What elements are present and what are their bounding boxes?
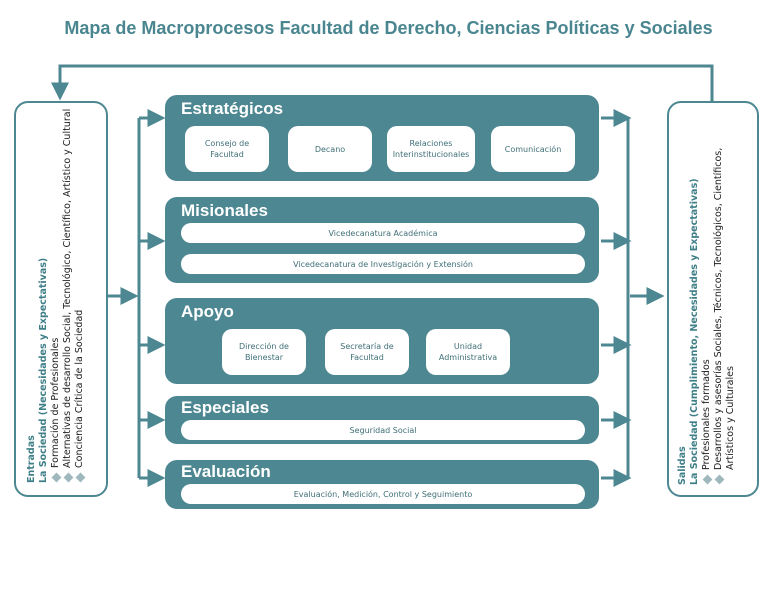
entradas-label: Entradas (26, 435, 37, 483)
panel-title: Especiales (181, 398, 269, 417)
process-bar: Vicedecanatura Académica (181, 223, 585, 243)
diamond-bullet-icon (702, 474, 712, 485)
panel-title: Estratégicos (181, 99, 284, 118)
panel-especiales: Especiales Seguridad Social (165, 396, 599, 444)
salidas-item: Desarrollos y asesorías Sociales, Técnic… (713, 148, 725, 485)
panel-title: Apoyo (181, 302, 234, 321)
process-chip: Consejo de Facultad (185, 126, 269, 172)
page-title: Mapa de Macroprocesos Facultad de Derech… (64, 18, 713, 38)
panel-title: Evaluación (181, 462, 271, 481)
salidas-label: Salidas (677, 446, 688, 485)
entradas-box: Entradas La Sociedad (Necesidades y Expe… (14, 101, 108, 497)
entradas-text: Entradas La Sociedad (Necesidades y Expe… (26, 109, 86, 483)
salidas-item: Profesionales formados (701, 148, 713, 485)
salidas-item-continuation: Artísticos y Culturales (725, 366, 736, 470)
process-chip: Decano (288, 126, 372, 172)
salidas-text: Salidas La Sociedad (Cumplimiento, Neces… (677, 148, 737, 485)
entradas-item: Formación de Profesionales (50, 109, 62, 483)
feedback-loop-arrow (51, 64, 714, 102)
process-chip: Unidad Administrativa (426, 329, 510, 375)
diamond-bullet-icon (714, 474, 724, 485)
panel-title: Misionales (181, 201, 268, 220)
panel-apoyo: Apoyo Dirección de Bienestar Secretaría … (165, 298, 599, 384)
process-chip: Secretaría de Facultad (325, 329, 409, 375)
diamond-bullet-icon (75, 472, 85, 483)
panel-misionales: Misionales Vicedecanatura Académica Vice… (165, 197, 599, 283)
salidas-box: Salidas La Sociedad (Cumplimiento, Neces… (667, 101, 759, 497)
process-chip: Dirección de Bienestar (222, 329, 306, 375)
process-bar: Evaluación, Medición, Control y Seguimie… (181, 484, 585, 504)
process-bar: Seguridad Social (181, 420, 585, 440)
process-chip: Relaciones Interinstitucionales (387, 126, 475, 172)
process-chip: Comunicación (491, 126, 575, 172)
salidas-subtitle: La Sociedad (Cumplimiento, Necesidades y… (689, 178, 700, 485)
entradas-subtitle: La Sociedad (Necesidades y Expectativas) (38, 257, 49, 483)
entradas-item: Conciencia Crítica de la Sociedad (74, 109, 86, 483)
panel-estrategicos: Estratégicos Consejo de Facultad Decano … (165, 95, 599, 181)
panel-evaluacion: Evaluación Evaluación, Medición, Control… (165, 460, 599, 509)
diamond-bullet-icon (63, 472, 73, 483)
diamond-bullet-icon (51, 472, 61, 483)
process-bar: Vicedecanatura de Investigación y Extens… (181, 254, 585, 274)
entradas-item: Alternativas de desarrollo Social, Tecno… (62, 109, 74, 483)
